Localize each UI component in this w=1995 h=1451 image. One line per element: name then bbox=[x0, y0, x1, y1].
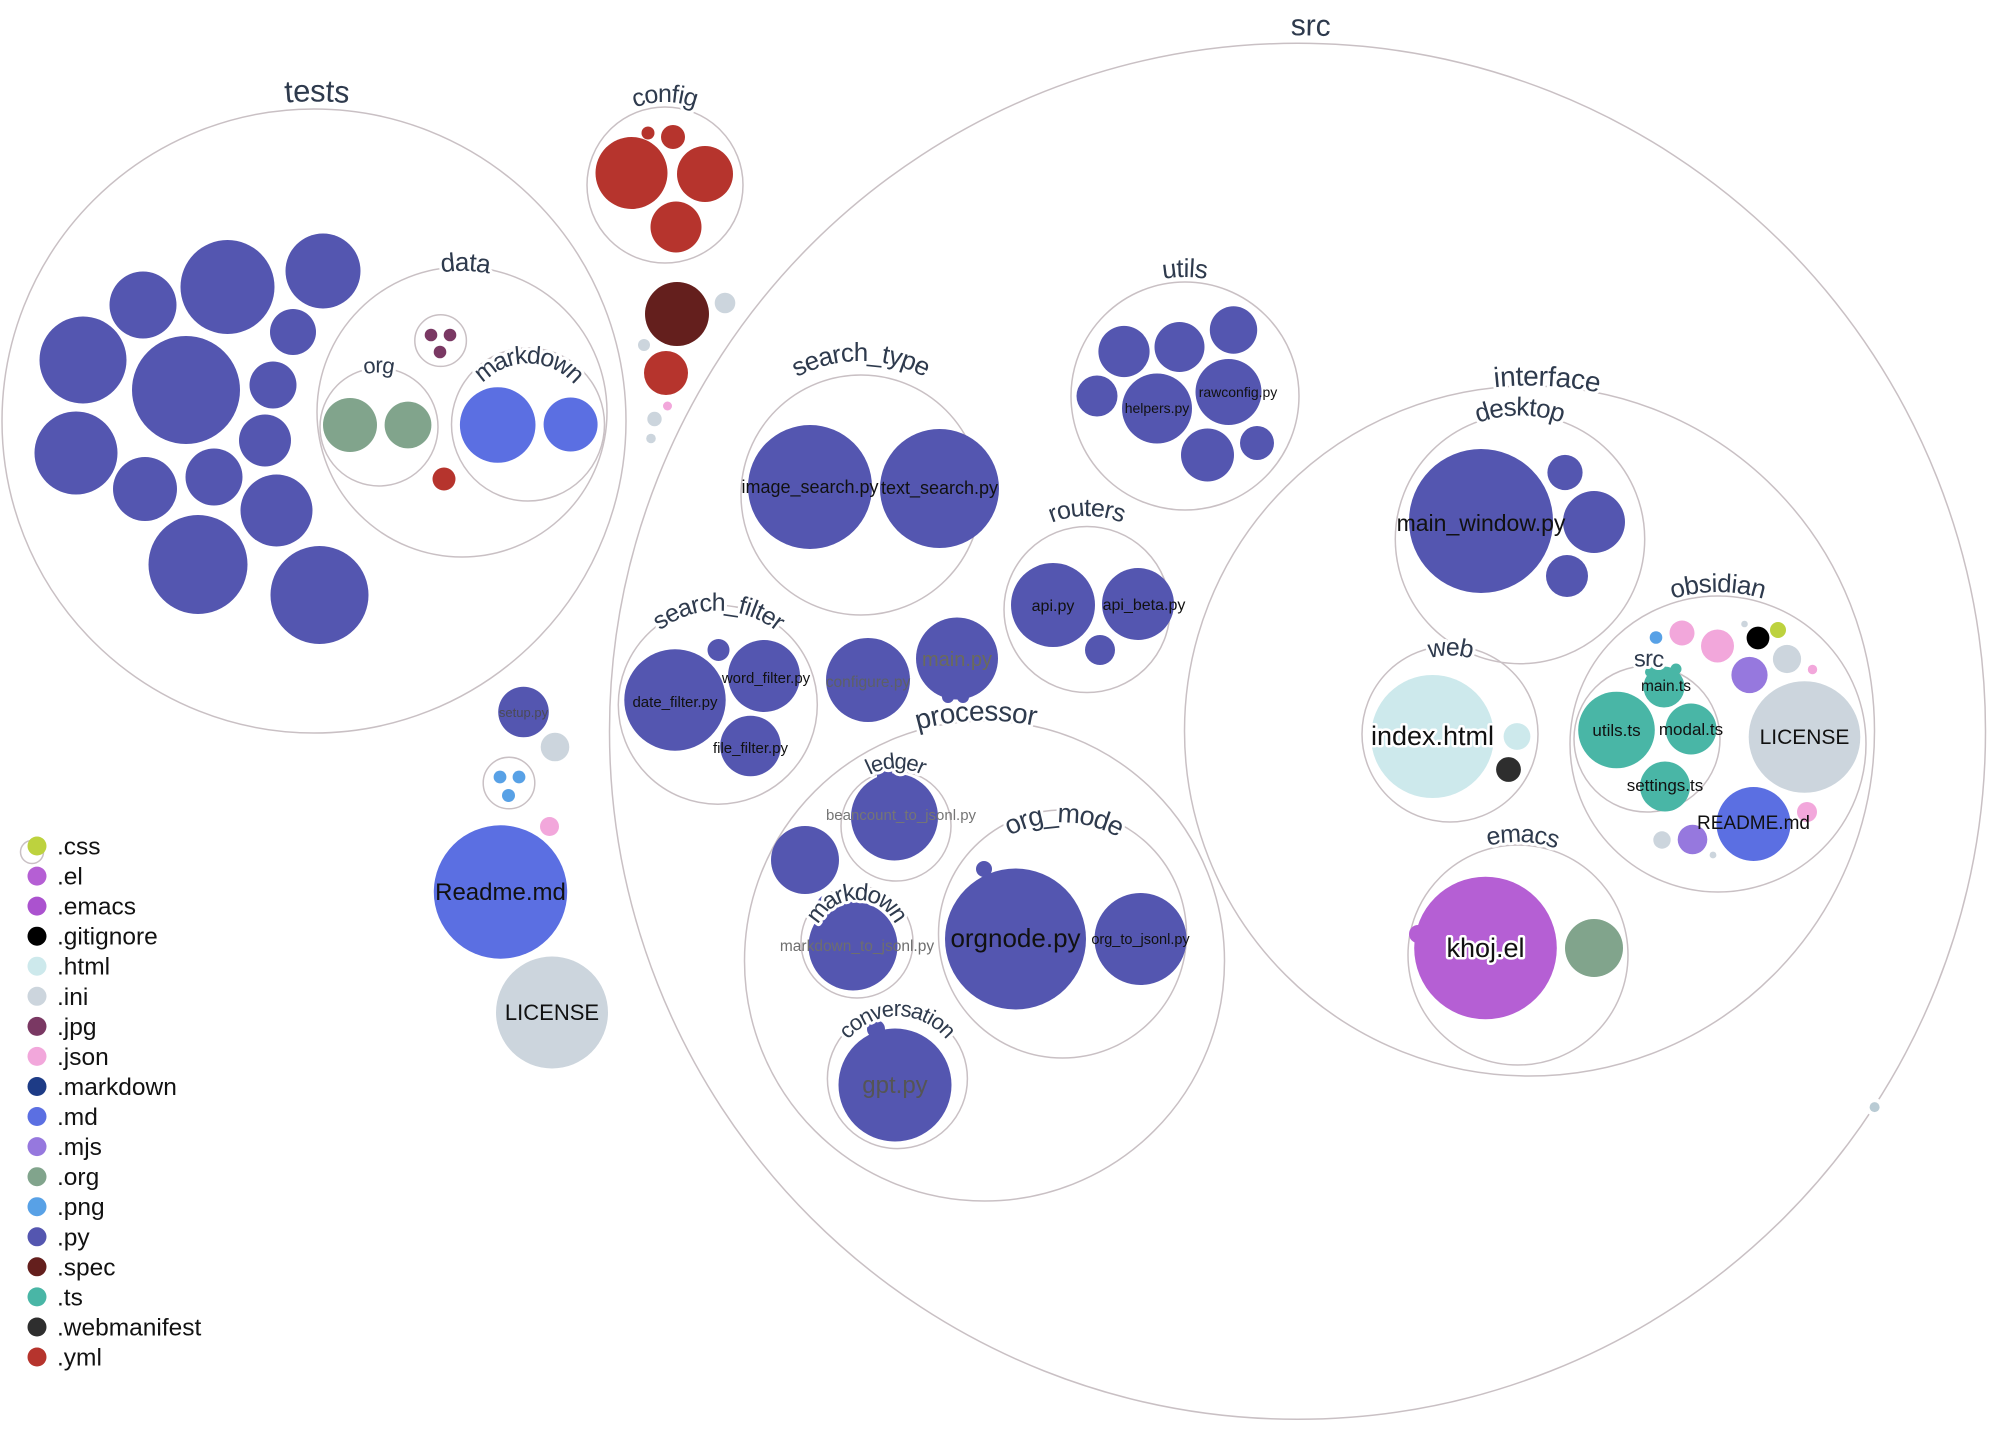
svg-text:.json: .json bbox=[57, 1044, 109, 1071]
svg-text:helpers.py: helpers.py bbox=[1125, 400, 1190, 416]
svg-text:.emacs: .emacs bbox=[57, 894, 136, 921]
svg-text:tests: tests bbox=[283, 73, 351, 110]
svg-text:search_filter: search_filter bbox=[647, 589, 790, 637]
svg-text:.webmanifest: .webmanifest bbox=[57, 1315, 202, 1342]
svg-text:utils: utils bbox=[1160, 253, 1210, 285]
svg-text:.css: .css bbox=[57, 834, 101, 861]
svg-text:.yml: .yml bbox=[57, 1345, 102, 1372]
svg-text:utils: utils bbox=[1160, 253, 1210, 285]
svg-text:.png: .png bbox=[57, 1194, 105, 1221]
svg-text:gpt.py: gpt.py bbox=[862, 1072, 927, 1099]
svg-text:.org: .org bbox=[57, 1164, 99, 1191]
svg-text:api_beta.py: api_beta.py bbox=[1103, 597, 1186, 614]
svg-text:LICENSE: LICENSE bbox=[1760, 726, 1850, 749]
svg-text:word_filter.py: word_filter.py bbox=[721, 670, 811, 687]
svg-text:obsidian: obsidian bbox=[1666, 568, 1769, 605]
svg-text:config: config bbox=[628, 80, 701, 113]
svg-text:index.html: index.html bbox=[1371, 721, 1494, 751]
svg-text:emacs: emacs bbox=[1484, 820, 1563, 855]
svg-text:main_window.py: main_window.py bbox=[1397, 510, 1566, 536]
svg-text:Readme.md: Readme.md bbox=[435, 879, 566, 906]
svg-text:.ini: .ini bbox=[57, 984, 88, 1011]
svg-text:.py: .py bbox=[57, 1224, 90, 1251]
svg-text:file_filter.py: file_filter.py bbox=[713, 740, 789, 757]
svg-text:image_search.py: image_search.py bbox=[741, 477, 878, 498]
svg-text:src: src bbox=[1291, 9, 1332, 43]
svg-text:web: web bbox=[1425, 633, 1476, 664]
svg-text:main.py: main.py bbox=[922, 649, 992, 671]
svg-text:beancount_to_jsonl.py: beancount_to_jsonl.py bbox=[826, 807, 977, 824]
svg-text:data: data bbox=[439, 247, 494, 280]
svg-text:data: data bbox=[439, 247, 494, 280]
svg-text:LICENSE: LICENSE bbox=[505, 1000, 599, 1025]
svg-text:.mjs: .mjs bbox=[57, 1134, 102, 1161]
svg-text:modal.ts: modal.ts bbox=[1659, 720, 1723, 739]
svg-text:configure.py: configure.py bbox=[826, 674, 911, 691]
svg-text:src: src bbox=[1633, 645, 1666, 673]
svg-text:src: src bbox=[1291, 9, 1332, 43]
svg-text:khoj.el: khoj.el bbox=[1446, 933, 1524, 963]
svg-text:web: web bbox=[1425, 633, 1476, 664]
svg-text:README.md: README.md bbox=[1697, 813, 1810, 834]
svg-text:.spec: .spec bbox=[57, 1254, 116, 1281]
svg-text:.md: .md bbox=[57, 1104, 98, 1131]
svg-text:org: org bbox=[361, 352, 396, 379]
svg-text:text_search.py: text_search.py bbox=[881, 478, 998, 499]
svg-text:markdown: markdown bbox=[468, 341, 589, 389]
svg-text:khoj.el: khoj.el bbox=[1446, 933, 1524, 963]
svg-text:rawconfig.py: rawconfig.py bbox=[1199, 384, 1278, 400]
svg-text:.gitignore: .gitignore bbox=[57, 924, 158, 951]
svg-text:orgnode.py: orgnode.py bbox=[950, 923, 1080, 953]
svg-text:desktop: desktop bbox=[1471, 391, 1569, 428]
svg-text:.html: .html bbox=[57, 954, 110, 981]
svg-text:org_mode: org_mode bbox=[1000, 798, 1130, 843]
svg-text:utils.ts: utils.ts bbox=[1592, 721, 1640, 740]
svg-text:src: src bbox=[1633, 645, 1666, 673]
svg-text:.el: .el bbox=[57, 864, 83, 891]
svg-text:processor: processor bbox=[911, 695, 1039, 735]
svg-text:api.py: api.py bbox=[1032, 598, 1075, 615]
svg-text:date_filter.py: date_filter.py bbox=[632, 694, 718, 711]
svg-text:routers: routers bbox=[1044, 494, 1129, 529]
svg-text:org: org bbox=[361, 352, 396, 379]
svg-text:markdown_to_jsonl.py: markdown_to_jsonl.py bbox=[780, 938, 934, 955]
svg-text:index.html: index.html bbox=[1371, 721, 1494, 751]
svg-text:main.ts: main.ts bbox=[1641, 678, 1691, 695]
svg-text:settings.ts: settings.ts bbox=[1627, 776, 1704, 795]
svg-text:setup.py: setup.py bbox=[499, 705, 549, 720]
svg-text:.ts: .ts bbox=[57, 1284, 83, 1311]
svg-text:.markdown: .markdown bbox=[57, 1074, 177, 1101]
svg-text:.jpg: .jpg bbox=[57, 1014, 97, 1041]
svg-text:org_to_jsonl.py: org_to_jsonl.py bbox=[1091, 932, 1190, 948]
